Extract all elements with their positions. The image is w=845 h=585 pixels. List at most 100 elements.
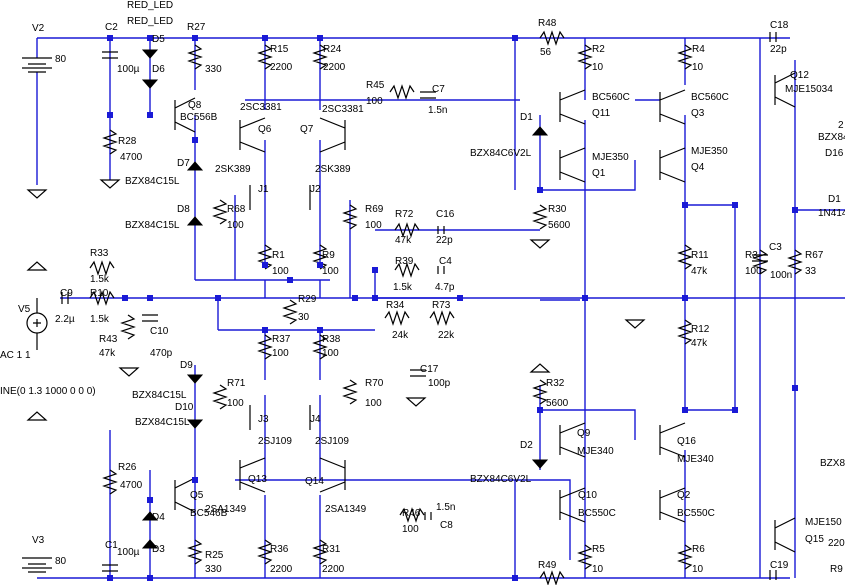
label-q9-val: MJE340 xyxy=(577,446,614,457)
label-r2: R2 xyxy=(592,44,605,55)
label-q15-val: MJE150 xyxy=(805,517,842,528)
label-r48: R48 xyxy=(538,18,557,29)
label-r3-val: 100 xyxy=(745,266,762,277)
label-q14-val: 2SA1349 xyxy=(325,504,367,515)
label-v5-sine: INE(0 1.3 1000 0 0 0) xyxy=(0,386,96,397)
label-r9: R9 xyxy=(322,250,335,261)
label-c2-val: 100µ xyxy=(117,64,140,75)
label-q4-val: MJE350 xyxy=(691,146,728,157)
label-c9: C9 xyxy=(60,288,73,299)
label-q10: Q10 xyxy=(578,490,597,501)
label-c3: C3 xyxy=(769,242,782,253)
label-d2: D2 xyxy=(520,440,533,451)
label-r28-val: 4700 xyxy=(120,152,143,163)
label-r5: R5 xyxy=(592,544,605,555)
label-c18-val: 22p xyxy=(770,44,787,55)
label-r49: R49 xyxy=(538,560,557,571)
label-r31-val: 2200 xyxy=(322,564,345,575)
resistor-symbols xyxy=(89,30,803,585)
wires-left xyxy=(36,38,571,578)
label-q12: Q12 xyxy=(790,70,809,81)
label-r73: R73 xyxy=(432,300,451,311)
label-edge2: 2 xyxy=(838,120,844,131)
ac-source-leads xyxy=(33,298,41,350)
battery-symbols xyxy=(22,57,52,573)
transistor-symbols xyxy=(174,72,796,553)
label-r37: R37 xyxy=(272,334,291,345)
label-q1: Q1 xyxy=(592,168,606,179)
label-d1: D1 xyxy=(520,112,533,123)
label-q13: Q13 xyxy=(248,474,267,485)
label-r11-val: 47k xyxy=(691,266,708,277)
label-r45: R45 xyxy=(366,80,385,91)
label-v2-val: 80 xyxy=(55,54,67,65)
label-q5: Q5 xyxy=(190,490,204,501)
label-c17: C17 xyxy=(420,364,439,375)
label-j4: J4 xyxy=(310,414,321,425)
junction-dots xyxy=(107,35,798,581)
label-r46-val: 100 xyxy=(402,524,419,535)
label-q8-val: BC556B xyxy=(180,112,218,123)
capacitor-symbols xyxy=(61,32,777,580)
label-r71: R71 xyxy=(227,378,246,389)
label-v3: V3 xyxy=(32,535,45,546)
label-r12: R12 xyxy=(691,324,710,335)
label-d5: D5 xyxy=(152,34,165,45)
label-q8: Q8 xyxy=(188,100,202,111)
label-d1x: D1 xyxy=(828,194,841,205)
label-q2-val: BC550C xyxy=(677,508,715,519)
label-j3: J3 xyxy=(258,414,269,425)
label-r36-val: 2200 xyxy=(270,564,293,575)
label-q7: Q7 xyxy=(300,124,314,135)
label-r3: R3 xyxy=(745,250,758,261)
label-c8-val: 1.5n xyxy=(436,502,455,513)
label-c9-val: 2.2µ xyxy=(55,314,75,325)
label-q7-val: 2SC3381 xyxy=(322,104,364,115)
label-r27: R27 xyxy=(187,22,206,33)
label-v5-ac: AC 1 1 xyxy=(0,350,31,361)
label-q3-val: BC560C xyxy=(691,92,729,103)
label-r25: R25 xyxy=(205,550,224,561)
label-c16-val: 22p xyxy=(436,235,453,246)
label-d6: D6 xyxy=(152,64,165,75)
label-d8: D8 xyxy=(177,204,190,215)
label-q16-val: MJE340 xyxy=(677,454,714,465)
label-c1: C1 xyxy=(105,540,118,551)
label-d3: D3 xyxy=(152,544,165,555)
label-d7: D7 xyxy=(177,158,190,169)
label-r39-val: 1.5k xyxy=(393,282,413,293)
label-j2-val: 2SK389 xyxy=(315,164,351,175)
label-d9: D9 xyxy=(180,360,193,371)
label-r5-val: 10 xyxy=(592,564,604,575)
label-r1: R1 xyxy=(272,250,285,261)
label-r70-val: 100 xyxy=(365,398,382,409)
label-q10-val: BC550C xyxy=(578,508,616,519)
label-r43-val: 47k xyxy=(99,348,116,359)
label-red-led-1: RED_LED xyxy=(127,0,173,11)
label-bzx-r1: BZX84 xyxy=(818,132,845,143)
label-c4-val: 4.7p xyxy=(435,282,455,293)
label-r29: R29 xyxy=(298,294,317,305)
label-c16: C16 xyxy=(436,209,455,220)
label-r36: R36 xyxy=(270,544,289,555)
label-r39: R39 xyxy=(395,256,414,267)
label-r48-val: 56 xyxy=(540,47,552,58)
ground-symbols xyxy=(26,179,646,421)
top-rail xyxy=(37,37,790,579)
label-c4: C4 xyxy=(439,256,452,267)
label-r31: R31 xyxy=(322,544,341,555)
label-r30-val: 5600 xyxy=(548,220,571,231)
label-q11: Q11 xyxy=(592,108,611,119)
label-r70: R70 xyxy=(365,378,384,389)
label-r67-val: 33 xyxy=(805,266,817,277)
label-q14: Q14 xyxy=(305,476,324,487)
label-r9-val: 100 xyxy=(322,266,339,277)
label-r-edge: 220 xyxy=(828,538,845,549)
label-r38-val: 100 xyxy=(322,348,339,359)
label-r43: R43 xyxy=(99,334,118,345)
label-j4-val: 2SJ109 xyxy=(315,436,349,447)
label-r38: R38 xyxy=(322,334,341,345)
label-red-led-2: RED_LED xyxy=(127,16,173,27)
label-r69-val: 100 xyxy=(365,220,382,231)
